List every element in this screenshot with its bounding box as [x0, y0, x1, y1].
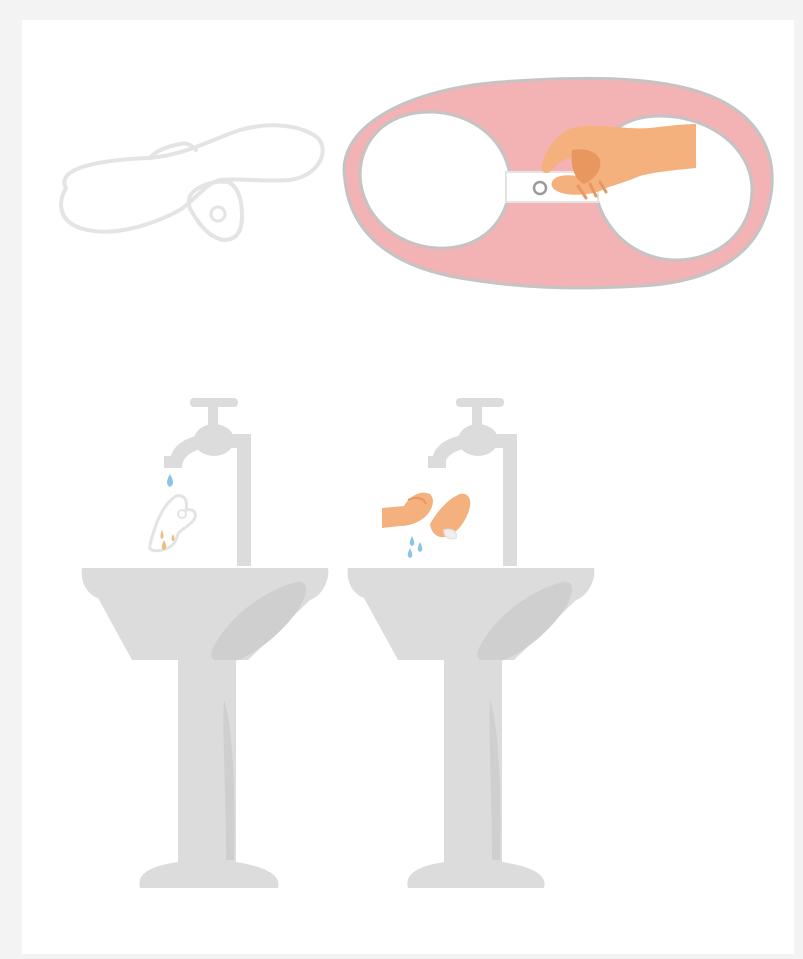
hand-placing-pad-icon — [344, 78, 772, 288]
sink-left — [82, 398, 329, 888]
unwrapped-pad-icon — [61, 125, 323, 240]
rinsing-pad-under-tap-icon — [150, 474, 196, 551]
washing-hands-under-tap-icon — [382, 493, 470, 558]
sink-right — [348, 398, 595, 888]
